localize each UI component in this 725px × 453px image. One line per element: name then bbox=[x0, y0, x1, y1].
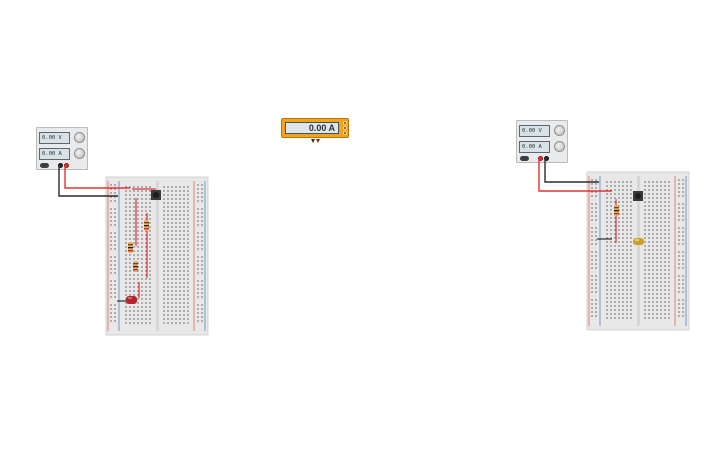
led-icon[interactable] bbox=[126, 296, 137, 304]
current-display: 0.00 A bbox=[519, 141, 550, 153]
wire-black[interactable] bbox=[544, 159, 599, 183]
power-switch-icon[interactable] bbox=[40, 163, 49, 168]
voltage-display: 0.00 V bbox=[39, 132, 70, 144]
breadboard-1[interactable] bbox=[105, 176, 209, 336]
positive-terminal-icon[interactable] bbox=[64, 163, 69, 168]
power-supply-1[interactable]: 0.00 V 0.00 A bbox=[36, 127, 88, 170]
voltage-display: 0.00 V bbox=[519, 125, 550, 137]
pushbutton-icon[interactable] bbox=[633, 191, 643, 201]
voltage-knob-icon[interactable] bbox=[554, 125, 565, 136]
resistor-icon[interactable] bbox=[133, 261, 138, 272]
resistor-icon[interactable] bbox=[128, 242, 133, 253]
ammeter-jack-icon[interactable] bbox=[343, 126, 347, 130]
current-display: 0.00 A bbox=[39, 148, 70, 160]
power-supply-2[interactable]: 0.00 V 0.00 A bbox=[516, 120, 568, 163]
current-knob-icon[interactable] bbox=[554, 141, 565, 152]
current-knob-icon[interactable] bbox=[74, 148, 85, 159]
ammeter[interactable]: 0.00 A bbox=[281, 118, 349, 138]
wire-red[interactable] bbox=[538, 159, 612, 192]
ammeter-jack-icon[interactable] bbox=[343, 131, 347, 135]
positive-terminal-icon[interactable] bbox=[538, 156, 543, 161]
wire-black[interactable] bbox=[58, 166, 118, 197]
negative-terminal-icon[interactable] bbox=[58, 163, 63, 168]
resistor-icon[interactable] bbox=[144, 220, 149, 231]
voltage-knob-icon[interactable] bbox=[74, 132, 85, 143]
black-probe-tip-icon[interactable] bbox=[311, 139, 315, 143]
power-switch-icon[interactable] bbox=[520, 156, 529, 161]
led-icon[interactable] bbox=[633, 238, 644, 245]
red-probe-tip-icon[interactable] bbox=[316, 139, 320, 143]
negative-terminal-icon[interactable] bbox=[544, 156, 549, 161]
ammeter-display: 0.00 A bbox=[285, 122, 339, 134]
ammeter-jack-icon[interactable] bbox=[343, 121, 347, 125]
wire-red[interactable] bbox=[64, 166, 130, 189]
resistor-icon[interactable] bbox=[614, 205, 619, 216]
pushbutton-icon[interactable] bbox=[151, 190, 161, 200]
